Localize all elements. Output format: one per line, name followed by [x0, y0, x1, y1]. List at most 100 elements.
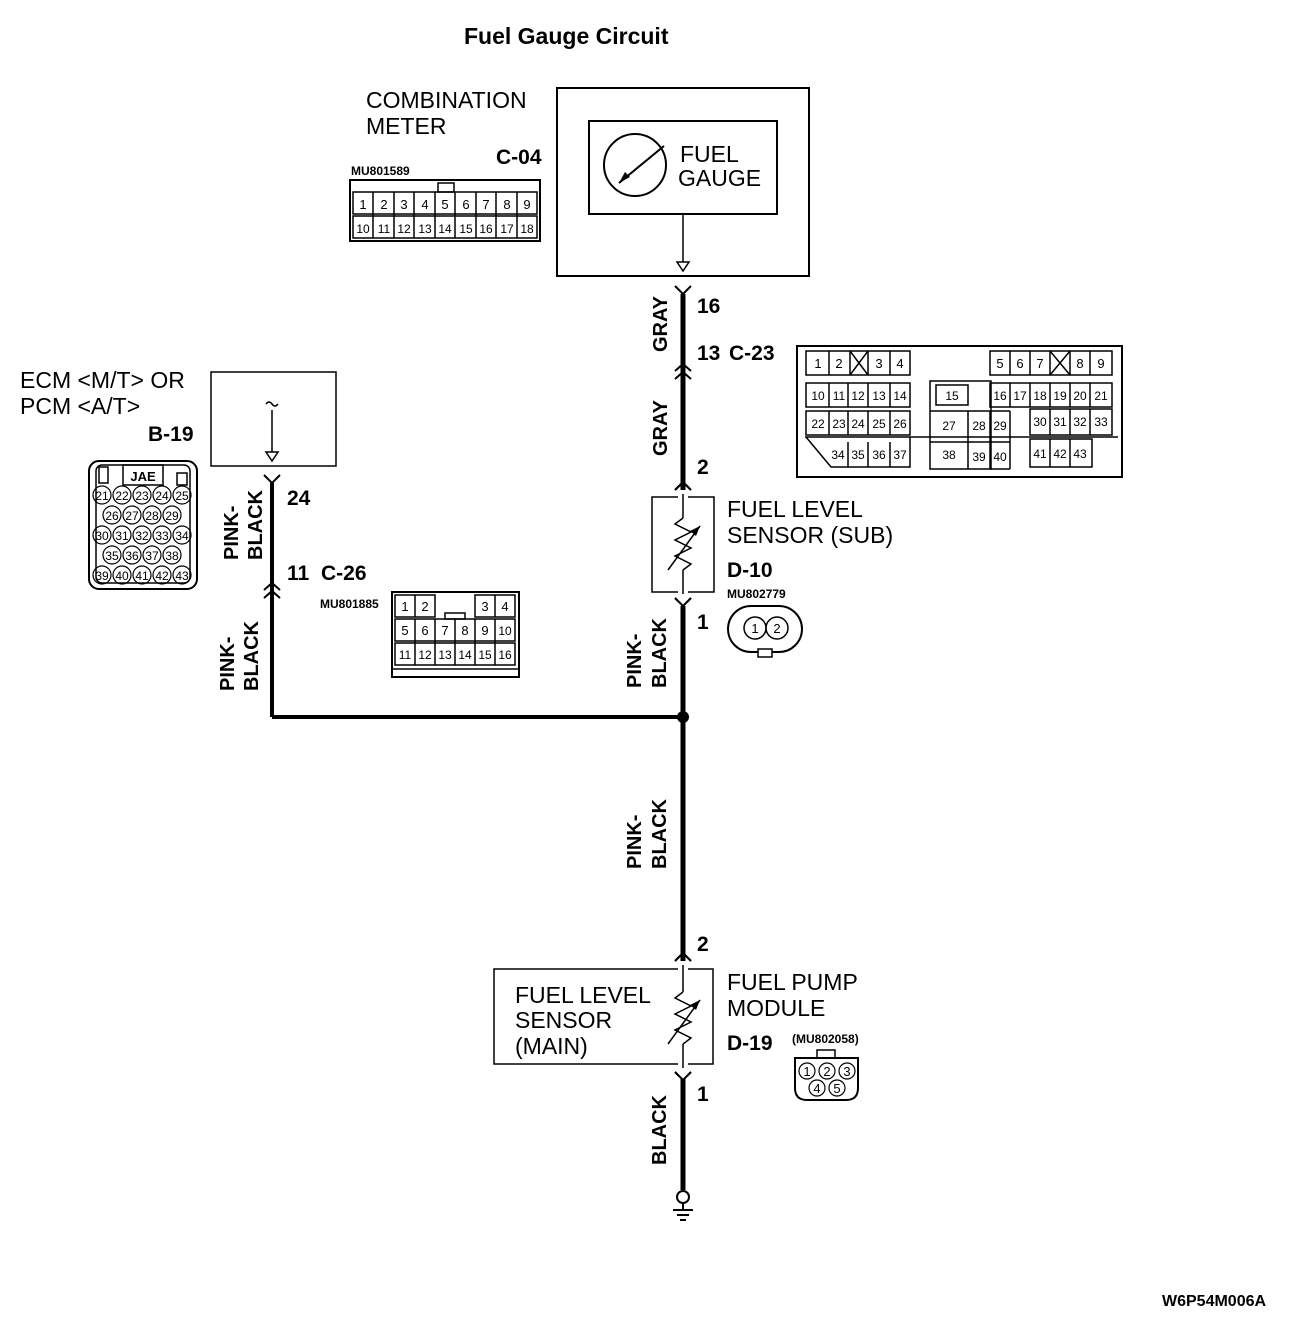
b19-pin-28: 28 [145, 509, 159, 523]
c23-face-pin-38: 38 [942, 448, 956, 462]
fuel-gauge-dial-icon [603, 133, 667, 197]
c04-pin-18: 18 [520, 222, 534, 236]
c23-face-pin-21: 21 [1094, 389, 1108, 403]
svg-text:BLACK: BLACK [245, 489, 267, 560]
wire-label-gray-lower: GRAY [650, 399, 672, 456]
sub-sensor-connector-id: D-10 [727, 559, 773, 582]
b19-pin-24: 24 [155, 489, 169, 503]
c23-pin-13: 13 [697, 342, 720, 365]
c26-face-pin-8: 8 [461, 623, 468, 638]
connector-c23-face [796, 345, 1123, 478]
svg-text:PINK-: PINK- [624, 634, 646, 688]
fuel-pump-module-label-1: FUEL PUMP [727, 969, 858, 995]
splice-junction-icon [677, 711, 689, 723]
c26-connector-id: C-26 [321, 562, 367, 585]
b19-pin-37: 37 [145, 549, 159, 563]
d19-pin-3: 3 [843, 1064, 850, 1079]
b19-pin-22: 22 [115, 489, 129, 503]
c23-face-pin-18: 18 [1033, 389, 1047, 403]
c26-face-pin-10: 10 [498, 624, 512, 638]
left-wire-label-pink-black-lower: PINK- BLACK [217, 620, 263, 691]
c23-face-pin-7: 7 [1036, 356, 1043, 371]
c23-face-pin-35: 35 [851, 448, 865, 462]
ecm-input-arrow-icon [264, 451, 280, 463]
c23-face-pin-20: 20 [1073, 389, 1087, 403]
c04-pin-8: 8 [503, 197, 510, 212]
c26-face-pin-11: 11 [399, 648, 412, 662]
c04-pin-7: 7 [482, 197, 489, 212]
sub-sensor-pin-1: 1 [697, 611, 709, 634]
c26-face-pin-12: 12 [418, 648, 432, 662]
c23-face-pin-5: 5 [996, 356, 1003, 371]
b19-pin-43: 43 [175, 569, 189, 583]
c23-face-pin-42: 42 [1053, 447, 1067, 461]
main-sensor-label-2: SENSOR [515, 1007, 612, 1033]
fuel-pump-module-label-2: MODULE [727, 995, 825, 1021]
connector-c23-pins: 1 2 3 4 5 6 7 8 9 10 11 12 13 14 15 16 1… [811, 356, 1108, 464]
connector-d19-face: 1 2 3 4 5 [794, 1049, 859, 1101]
c04-pin-11: 11 [378, 222, 391, 236]
svg-text:BLACK: BLACK [649, 617, 671, 688]
c23-face-pin-16: 16 [993, 389, 1007, 403]
b19-pin-31: 31 [115, 529, 129, 543]
c04-pin-4: 4 [421, 197, 428, 212]
c23-face-pin-14: 14 [893, 389, 907, 403]
d19-pin-2: 2 [823, 1064, 830, 1079]
c23-face-pin-37: 37 [893, 448, 907, 462]
c23-face-pin-27: 27 [942, 419, 956, 433]
c04-pin-1: 1 [359, 197, 366, 212]
c26-face-pin-13: 13 [438, 648, 452, 662]
c26-face-pin-9: 9 [481, 623, 488, 638]
c23-face-pin-4: 4 [896, 356, 903, 371]
b19-pin-40: 40 [115, 569, 129, 583]
c04-pin-17: 17 [500, 222, 514, 236]
fuel-gauge-label-2: GAUGE [678, 165, 761, 191]
ecm-connector-id: B-19 [148, 423, 194, 446]
main-sensor-part-number: (MU802058) [792, 1032, 859, 1046]
c23-face-pin-1: 1 [814, 356, 821, 371]
b19-pin-41: 41 [135, 569, 149, 583]
c23-face-pin-24: 24 [851, 417, 865, 431]
c23-face-pin-13: 13 [872, 389, 886, 403]
meter-pin-16: 16 [697, 295, 720, 318]
c23-face-pin-19: 19 [1053, 389, 1067, 403]
combination-meter-connector-id: C-04 [496, 146, 542, 169]
c23-face-pin-25: 25 [872, 417, 886, 431]
sub-sensor-part-number: MU802779 [727, 587, 786, 601]
c23-face-pin-39: 39 [972, 450, 986, 464]
main-sensor-label-3: (MAIN) [515, 1033, 588, 1059]
c23-face-pin-10: 10 [811, 389, 825, 403]
svg-text:PINK-: PINK- [624, 815, 646, 869]
d10-pin-2: 2 [773, 621, 780, 636]
c04-pin-16: 16 [479, 222, 493, 236]
combination-meter-box [556, 87, 810, 277]
c23-face-pin-26: 26 [893, 417, 907, 431]
svg-text:BLACK: BLACK [241, 620, 263, 691]
b19-pin-23: 23 [135, 489, 149, 503]
ecm-pcm: ECM <M/T> OR PCM <A/T> B-19 24 JAE 21 22 [20, 367, 337, 590]
sub-sensor-label-1: FUEL LEVEL [727, 496, 863, 522]
c23-face-pin-43: 43 [1073, 447, 1087, 461]
c23-face-pin-9: 9 [1097, 356, 1104, 371]
ecm-pin-24-terminal-icon [263, 474, 281, 485]
c23-face-pin-41: 41 [1033, 447, 1047, 461]
b19-pin-42: 42 [155, 569, 169, 583]
fuel-gauge-label-1: FUEL [680, 141, 739, 167]
c26-face-pin-5: 5 [401, 623, 408, 638]
left-branch-wire: PINK- BLACK PINK- BLACK 11 C-26 MU801885 [217, 483, 689, 723]
main-sensor-pin-2: 2 [697, 933, 709, 956]
combination-meter-part-number: MU801589 [351, 164, 410, 178]
c04-pin-15: 15 [459, 222, 473, 236]
c23-face-pin-29: 29 [993, 419, 1007, 433]
c23-face-pin-33: 33 [1094, 415, 1108, 429]
c04-pin-6: 6 [462, 197, 469, 212]
b19-pin-26: 26 [105, 509, 119, 523]
c23-face-pin-30: 30 [1033, 415, 1047, 429]
connector-c26-mark-icon [263, 581, 281, 599]
c26-face-pin-1: 1 [401, 599, 408, 614]
d19-pin-1: 1 [803, 1064, 810, 1079]
wire-label-pink-black-middle: PINK- BLACK [624, 798, 671, 869]
connector-c26-face: 1 2 3 4 5 6 7 8 9 10 11 12 13 14 15 16 [391, 591, 520, 678]
ecm-box [210, 371, 337, 467]
c23-face-pin-32: 32 [1073, 415, 1087, 429]
